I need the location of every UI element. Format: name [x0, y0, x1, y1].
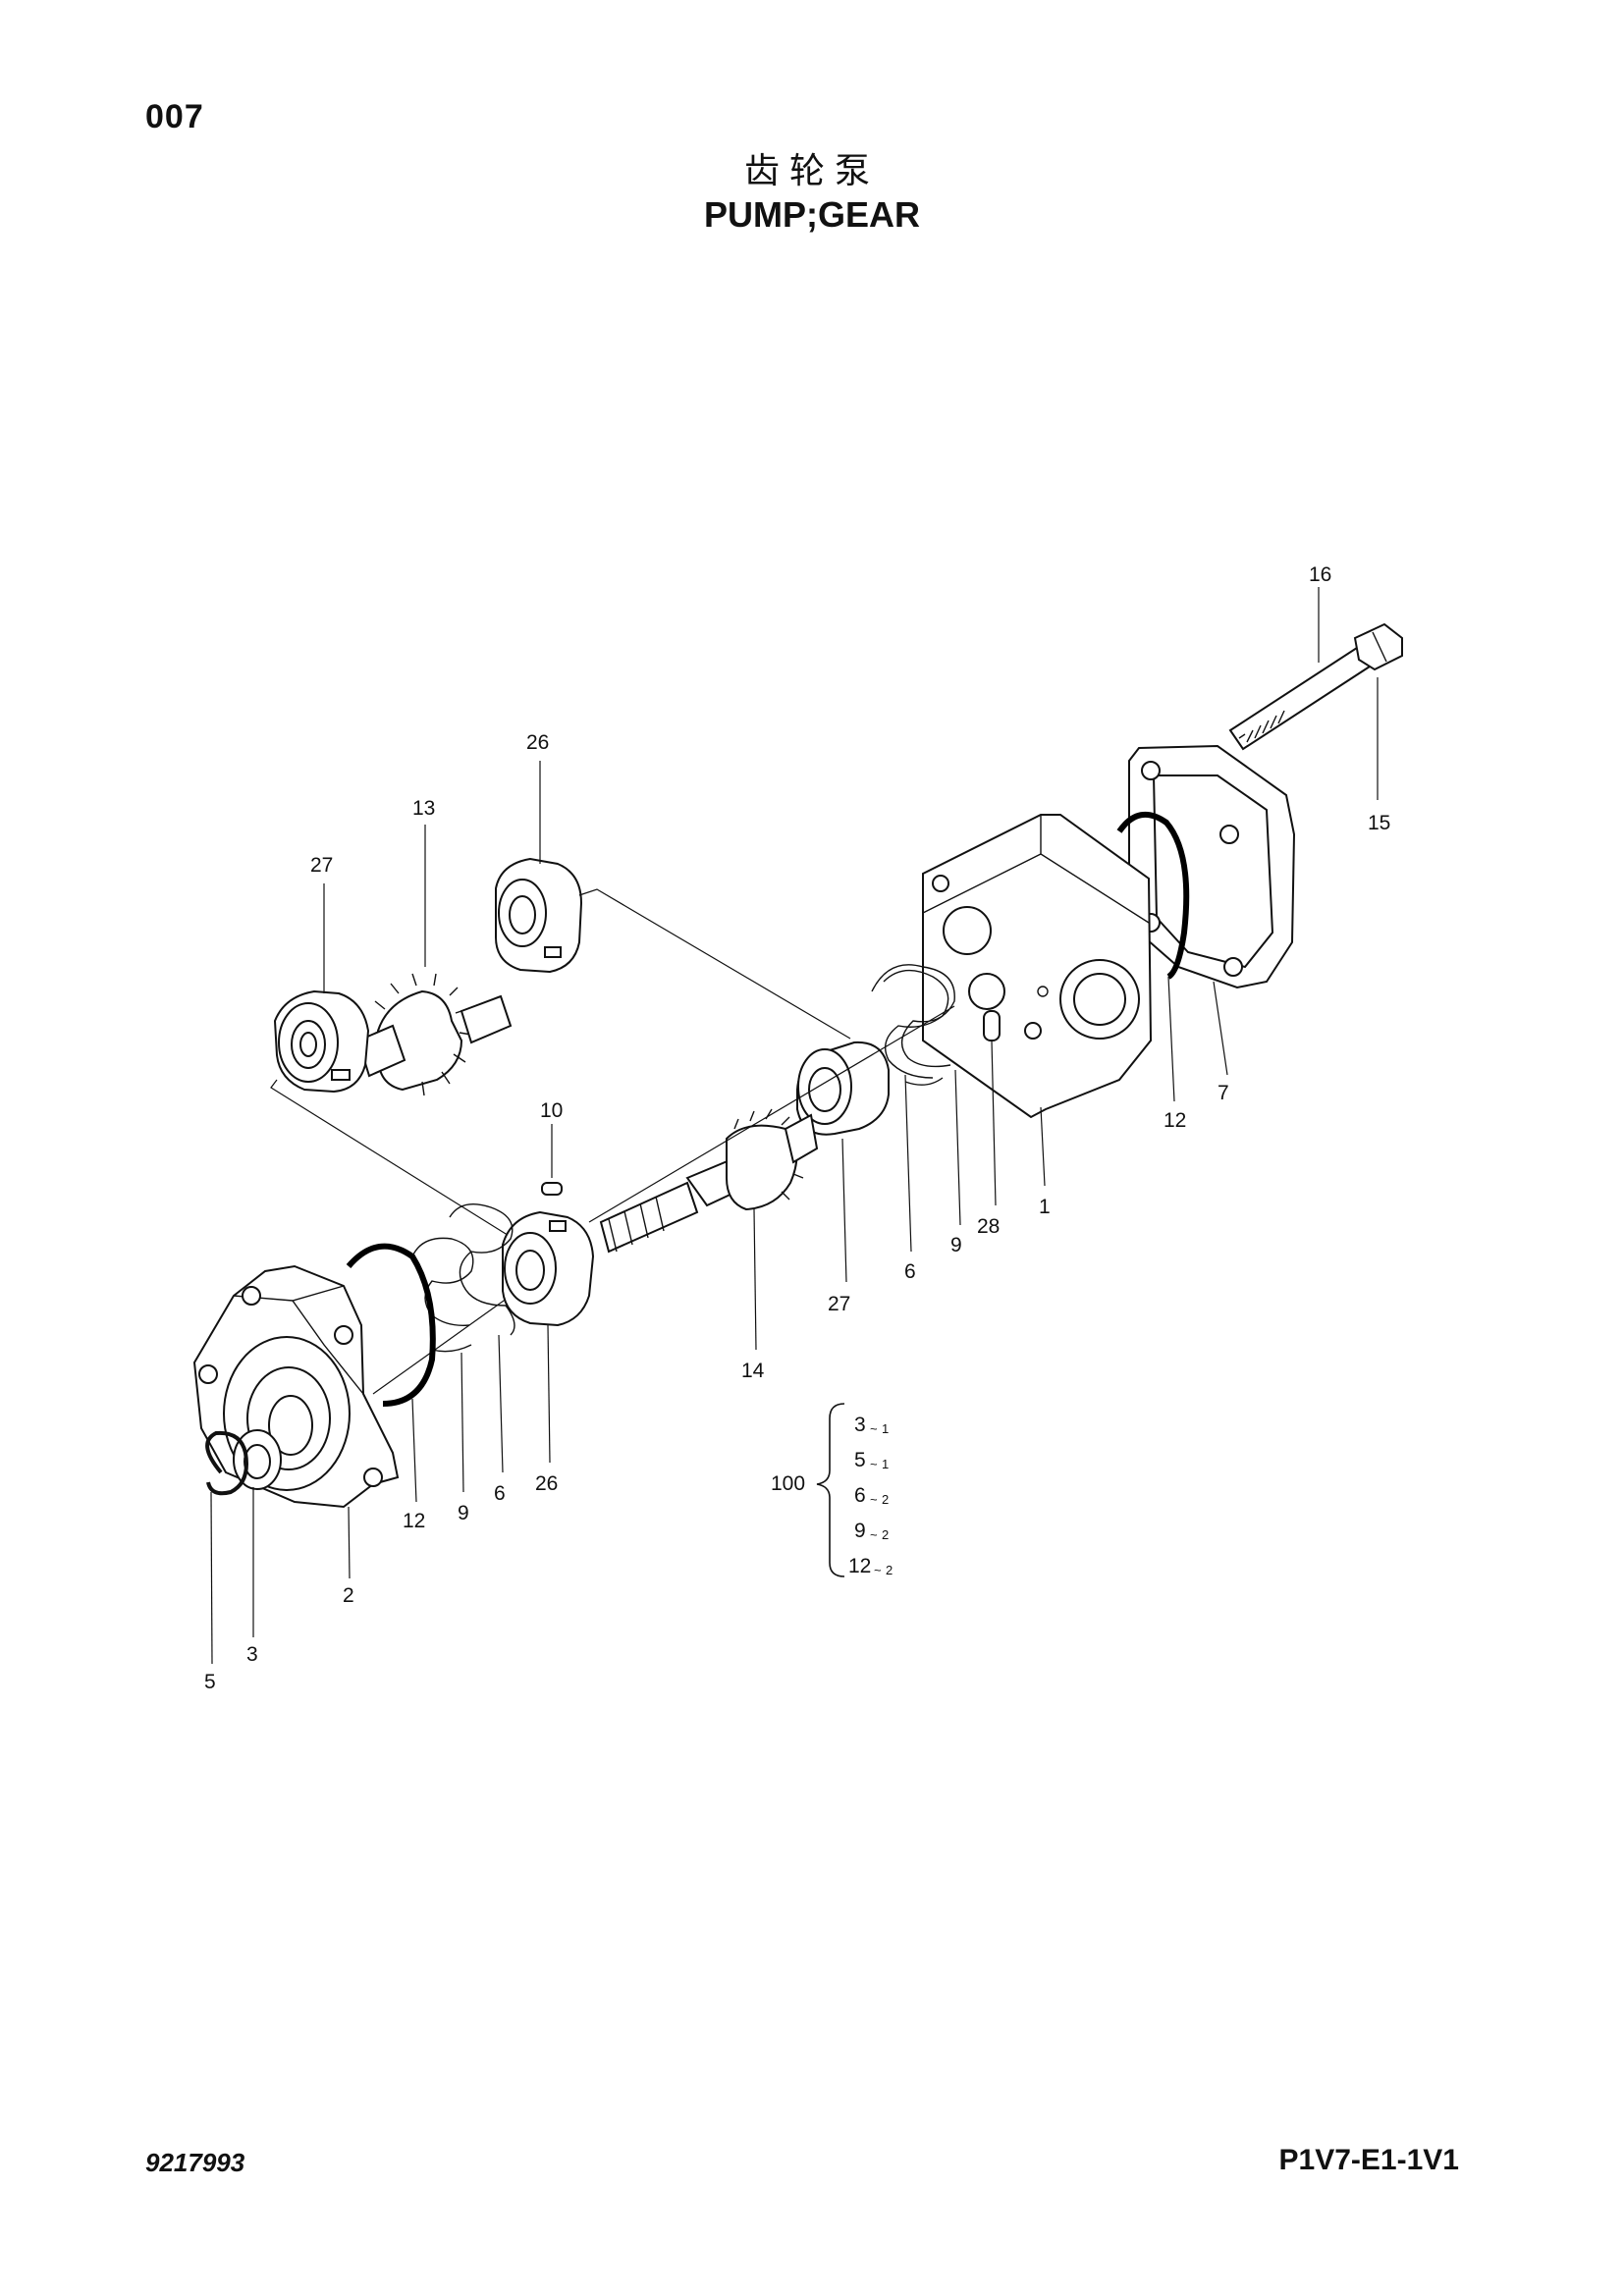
part-16-bolt[interactable]	[1228, 622, 1403, 751]
svg-text:~: ~	[870, 1421, 878, 1436]
callout-3: 3	[246, 1643, 258, 1666]
part-1-pump-body[interactable]	[922, 814, 1153, 1119]
part-9-backup-ring-front[interactable]	[411, 1237, 474, 1353]
part-27-bushing-top[interactable]	[273, 989, 370, 1094]
page-number: 007	[145, 98, 204, 135]
part-12-seal-rear[interactable]	[1116, 811, 1190, 980]
svg-text:2: 2	[886, 1563, 893, 1577]
svg-text:~: ~	[870, 1492, 878, 1507]
callout-13: 13	[412, 797, 435, 820]
callout-12-rear: 12	[1164, 1109, 1186, 1132]
kit-item: 9 ~ 2	[854, 1520, 889, 1542]
part-28-pin[interactable]	[983, 1010, 1001, 1041]
part-13-driven-gear[interactable]	[356, 973, 513, 1096]
svg-text:~: ~	[874, 1563, 882, 1577]
page-title-chinese: 齿轮泵	[743, 151, 880, 191]
kit-100-list: 100 3 ~ 1 5 ~ 1 6 ~ 2 9 ~ 2 12 ~ 2	[771, 1403, 893, 1577]
callout-14: 14	[741, 1360, 765, 1382]
part-2-front-cover[interactable]	[192, 1264, 400, 1509]
svg-text:~: ~	[870, 1457, 878, 1471]
callout-12-front: 12	[403, 1510, 425, 1532]
svg-text:12: 12	[848, 1555, 871, 1577]
page-title: PUMP;GEAR	[703, 194, 920, 235]
callout-2: 2	[343, 1584, 354, 1607]
svg-text:5: 5	[854, 1449, 866, 1471]
svg-text:~: ~	[870, 1527, 878, 1542]
document-number: 9217993	[145, 2148, 245, 2177]
svg-text:2: 2	[882, 1527, 889, 1542]
callout-28: 28	[977, 1215, 1000, 1238]
svg-text:1: 1	[882, 1457, 889, 1471]
model-code: P1V7-E1-1V1	[1278, 2144, 1459, 2176]
callout-9-rear: 9	[950, 1234, 962, 1256]
svg-text:6: 6	[854, 1484, 866, 1507]
callout-26-top: 26	[526, 731, 549, 754]
callout-16: 16	[1309, 563, 1331, 586]
part-14-drive-shaft-gear[interactable]	[599, 1108, 819, 1254]
kit-item: 6 ~ 2	[854, 1484, 889, 1507]
part-7-rear-cover[interactable]	[1128, 744, 1296, 989]
callout-9-front: 9	[458, 1502, 469, 1524]
svg-text:3: 3	[854, 1414, 866, 1436]
callout-6-rear: 6	[904, 1260, 916, 1283]
callout-26-front: 26	[535, 1472, 558, 1495]
part-26-bushing-top[interactable]	[495, 857, 583, 974]
callout-7: 7	[1218, 1082, 1229, 1104]
callout-15: 15	[1368, 812, 1390, 834]
part-5-snap-ring[interactable]	[205, 1430, 248, 1496]
part-26-bushing-front[interactable]	[502, 1210, 595, 1327]
callout-6-front: 6	[494, 1482, 506, 1505]
kit-item: 12 ~ 2	[848, 1555, 893, 1577]
svg-text:9: 9	[854, 1520, 866, 1542]
callout-27-rear: 27	[828, 1293, 850, 1315]
kit-item: 3 ~ 1	[854, 1414, 889, 1436]
part-10-pin[interactable]	[541, 1182, 563, 1196]
svg-text:1: 1	[882, 1421, 889, 1436]
callout-1: 1	[1039, 1196, 1051, 1218]
callout-5: 5	[204, 1671, 216, 1693]
svg-text:2: 2	[882, 1492, 889, 1507]
part-12-seal-front[interactable]	[346, 1243, 436, 1407]
kit-number: 100	[771, 1472, 805, 1495]
kit-item: 5 ~ 1	[854, 1449, 889, 1471]
callout-10: 10	[540, 1099, 563, 1122]
callout-27-top: 27	[310, 854, 333, 877]
